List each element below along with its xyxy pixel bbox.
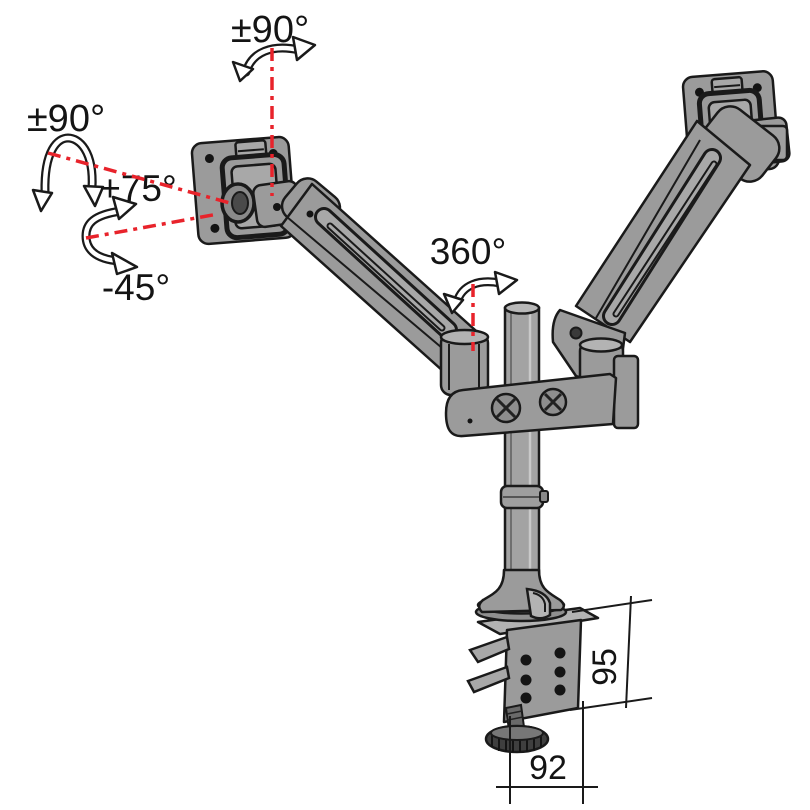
clamp-hole [520, 692, 532, 704]
tilt-axis-line [85, 212, 219, 240]
tilt-down-label: -45° [102, 267, 170, 308]
block-front [444, 372, 618, 438]
elbow-bolt [569, 326, 583, 340]
annotation-labels: ±90° ±90° +75° -45° 360° [27, 9, 506, 308]
rotation-axis-line [47, 151, 231, 205]
vesa-hole [204, 154, 214, 164]
cylinder-cap [439, 328, 490, 346]
pole-collar [499, 484, 549, 510]
clamp-height-label: 95 [586, 648, 624, 686]
block-screw-icon [538, 387, 568, 417]
right-arm [551, 105, 781, 396]
block-rear-plate [612, 354, 640, 430]
dimension-92: 92 [496, 701, 598, 804]
top-rotate-arrow-icon [231, 35, 317, 83]
monitor-rotation-label: ±90° [27, 98, 105, 140]
center-pole [503, 301, 541, 602]
left-rotate-arrow-icon [31, 133, 105, 213]
pole-bell-base [474, 568, 568, 623]
clamp-hole [554, 647, 566, 659]
axis-centerlines [47, 48, 475, 351]
monitor-swivel-label: ±90° [231, 9, 309, 51]
collar-tab [539, 490, 549, 503]
block-screw-icon [490, 392, 522, 424]
clamp-hole [554, 666, 566, 678]
junction-block [444, 354, 640, 438]
clamp-knob [484, 724, 550, 754]
joint-cup-core [231, 191, 249, 215]
tilt-up-label: +75° [99, 168, 177, 209]
clamp-lower-jaw [466, 665, 511, 694]
clamp-hole [554, 684, 566, 696]
pole-cap [503, 301, 541, 315]
cylinder-cap [578, 337, 624, 353]
clamp-hole [520, 674, 532, 686]
desk-clamp [466, 606, 600, 754]
vesa-hole [210, 223, 220, 233]
clamp-depth-label: 92 [529, 749, 567, 787]
tilt-arrow-icon [81, 195, 139, 276]
elbow-bolt [306, 210, 314, 218]
left-arm [279, 177, 490, 397]
clamp-hole [520, 654, 532, 666]
clamp-upper-jaw [468, 635, 511, 664]
dimension-95: 95 [569, 595, 653, 711]
joint-bolt [273, 203, 281, 211]
arm-rotation-label: 360° [430, 231, 507, 272]
